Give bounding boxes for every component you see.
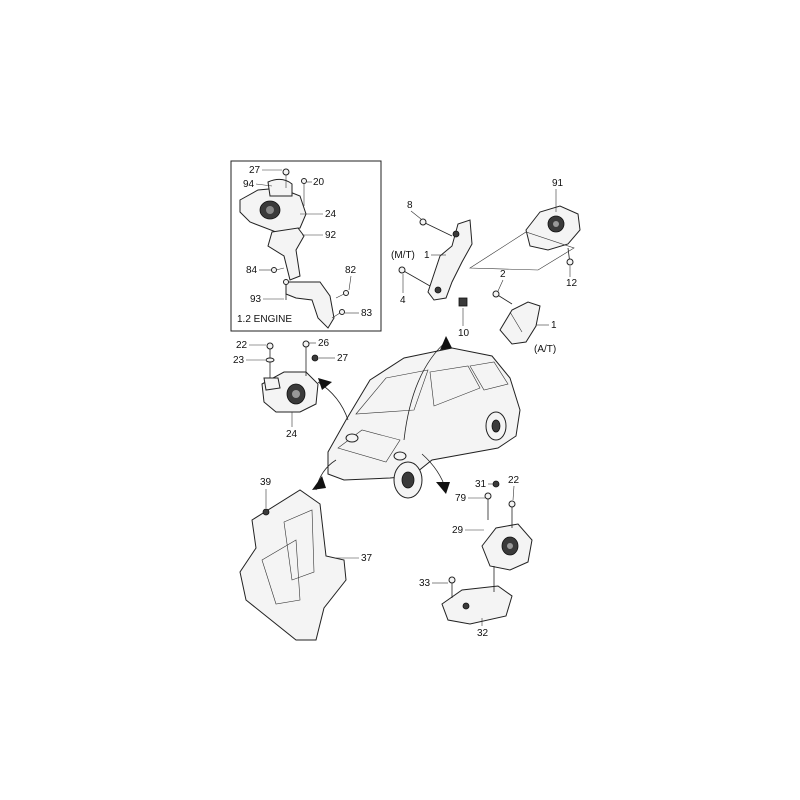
bolt-2 (492, 290, 513, 305)
bolt-83 (331, 309, 345, 319)
under-cover-37 (239, 489, 347, 641)
transmission-mount-91 (525, 205, 581, 251)
callout-83: 83 (361, 308, 373, 319)
callout-91: 91 (552, 178, 564, 189)
engine-mount-24 (261, 371, 319, 413)
callout-39: 39 (260, 477, 272, 488)
callout-93: 93 (250, 294, 262, 305)
bolt-33 (448, 576, 456, 598)
bolt-22 (266, 342, 274, 378)
callout-37: 37 (361, 553, 373, 564)
rear-mount-group: 31 22 79 29 33 32 (419, 475, 533, 639)
bracket-92 (267, 227, 305, 281)
bolt-93 (283, 279, 289, 300)
bolt-8 (419, 218, 453, 237)
lower-bracket-inset (285, 281, 335, 329)
inset-caption: 1.2 ENGINE (237, 314, 292, 325)
mount-29 (481, 523, 533, 571)
engine-mount-1-2-engine (239, 168, 307, 233)
nut-10 (458, 297, 468, 307)
callout-26: 26 (318, 338, 330, 349)
callout-84: 84 (246, 265, 258, 276)
callout-12: 12 (566, 278, 578, 289)
callout-79: 79 (455, 493, 467, 504)
bolt-26 (302, 340, 310, 376)
callout-1-mt: 1 (424, 250, 430, 261)
callout-94: 94 (243, 179, 255, 190)
callout-32: 32 (477, 628, 489, 639)
bolt-4 (398, 266, 431, 287)
callout-29: 29 (452, 525, 464, 536)
callout-92: 92 (325, 230, 337, 241)
bracket-1-at (499, 301, 541, 345)
callout-2: 2 (500, 269, 506, 280)
bolt-20 (301, 178, 307, 206)
transmission-mount-group: 8 91 (M/T) 1 2 4 12 10 1 (A/T) (391, 178, 581, 355)
engine-mount-left-group: 22 26 23 27 24 (233, 338, 349, 440)
callout-20: 20 (313, 177, 325, 188)
callout-4: 4 (400, 295, 406, 306)
bolt-84 (271, 267, 285, 273)
callout-8: 8 (407, 200, 413, 211)
callout-27: 27 (249, 165, 261, 176)
callout-23: 23 (233, 355, 245, 366)
callout-10: 10 (458, 328, 470, 339)
bolt-39 (262, 508, 270, 516)
inset-1-2-engine: 1.2 ENGINE (230, 160, 382, 332)
bracket-1-mt (427, 219, 473, 301)
callout-24: 24 (325, 209, 337, 220)
bracket-32 (441, 585, 513, 625)
bolt-79 (484, 492, 492, 520)
mt-variant-label: (M/T) (391, 250, 415, 261)
callout-33: 33 (419, 578, 431, 589)
bolt-12 (566, 247, 574, 266)
callout-22b: 22 (508, 475, 520, 486)
callout-27b: 27 (337, 353, 349, 364)
washer-23 (265, 357, 275, 363)
bolt-31 (492, 480, 500, 488)
bolt-22b (508, 500, 516, 528)
nut-27 (311, 354, 319, 362)
at-variant-label: (A/T) (534, 344, 556, 355)
vehicle-illustration (312, 336, 521, 499)
callout-82: 82 (345, 265, 357, 276)
callout-22: 22 (236, 340, 248, 351)
callout-31: 31 (475, 479, 487, 490)
callout-24b: 24 (286, 429, 298, 440)
callout-1-at: 1 (551, 320, 557, 331)
bolt-82 (335, 290, 349, 299)
under-cover-group: 39 37 (239, 477, 373, 641)
